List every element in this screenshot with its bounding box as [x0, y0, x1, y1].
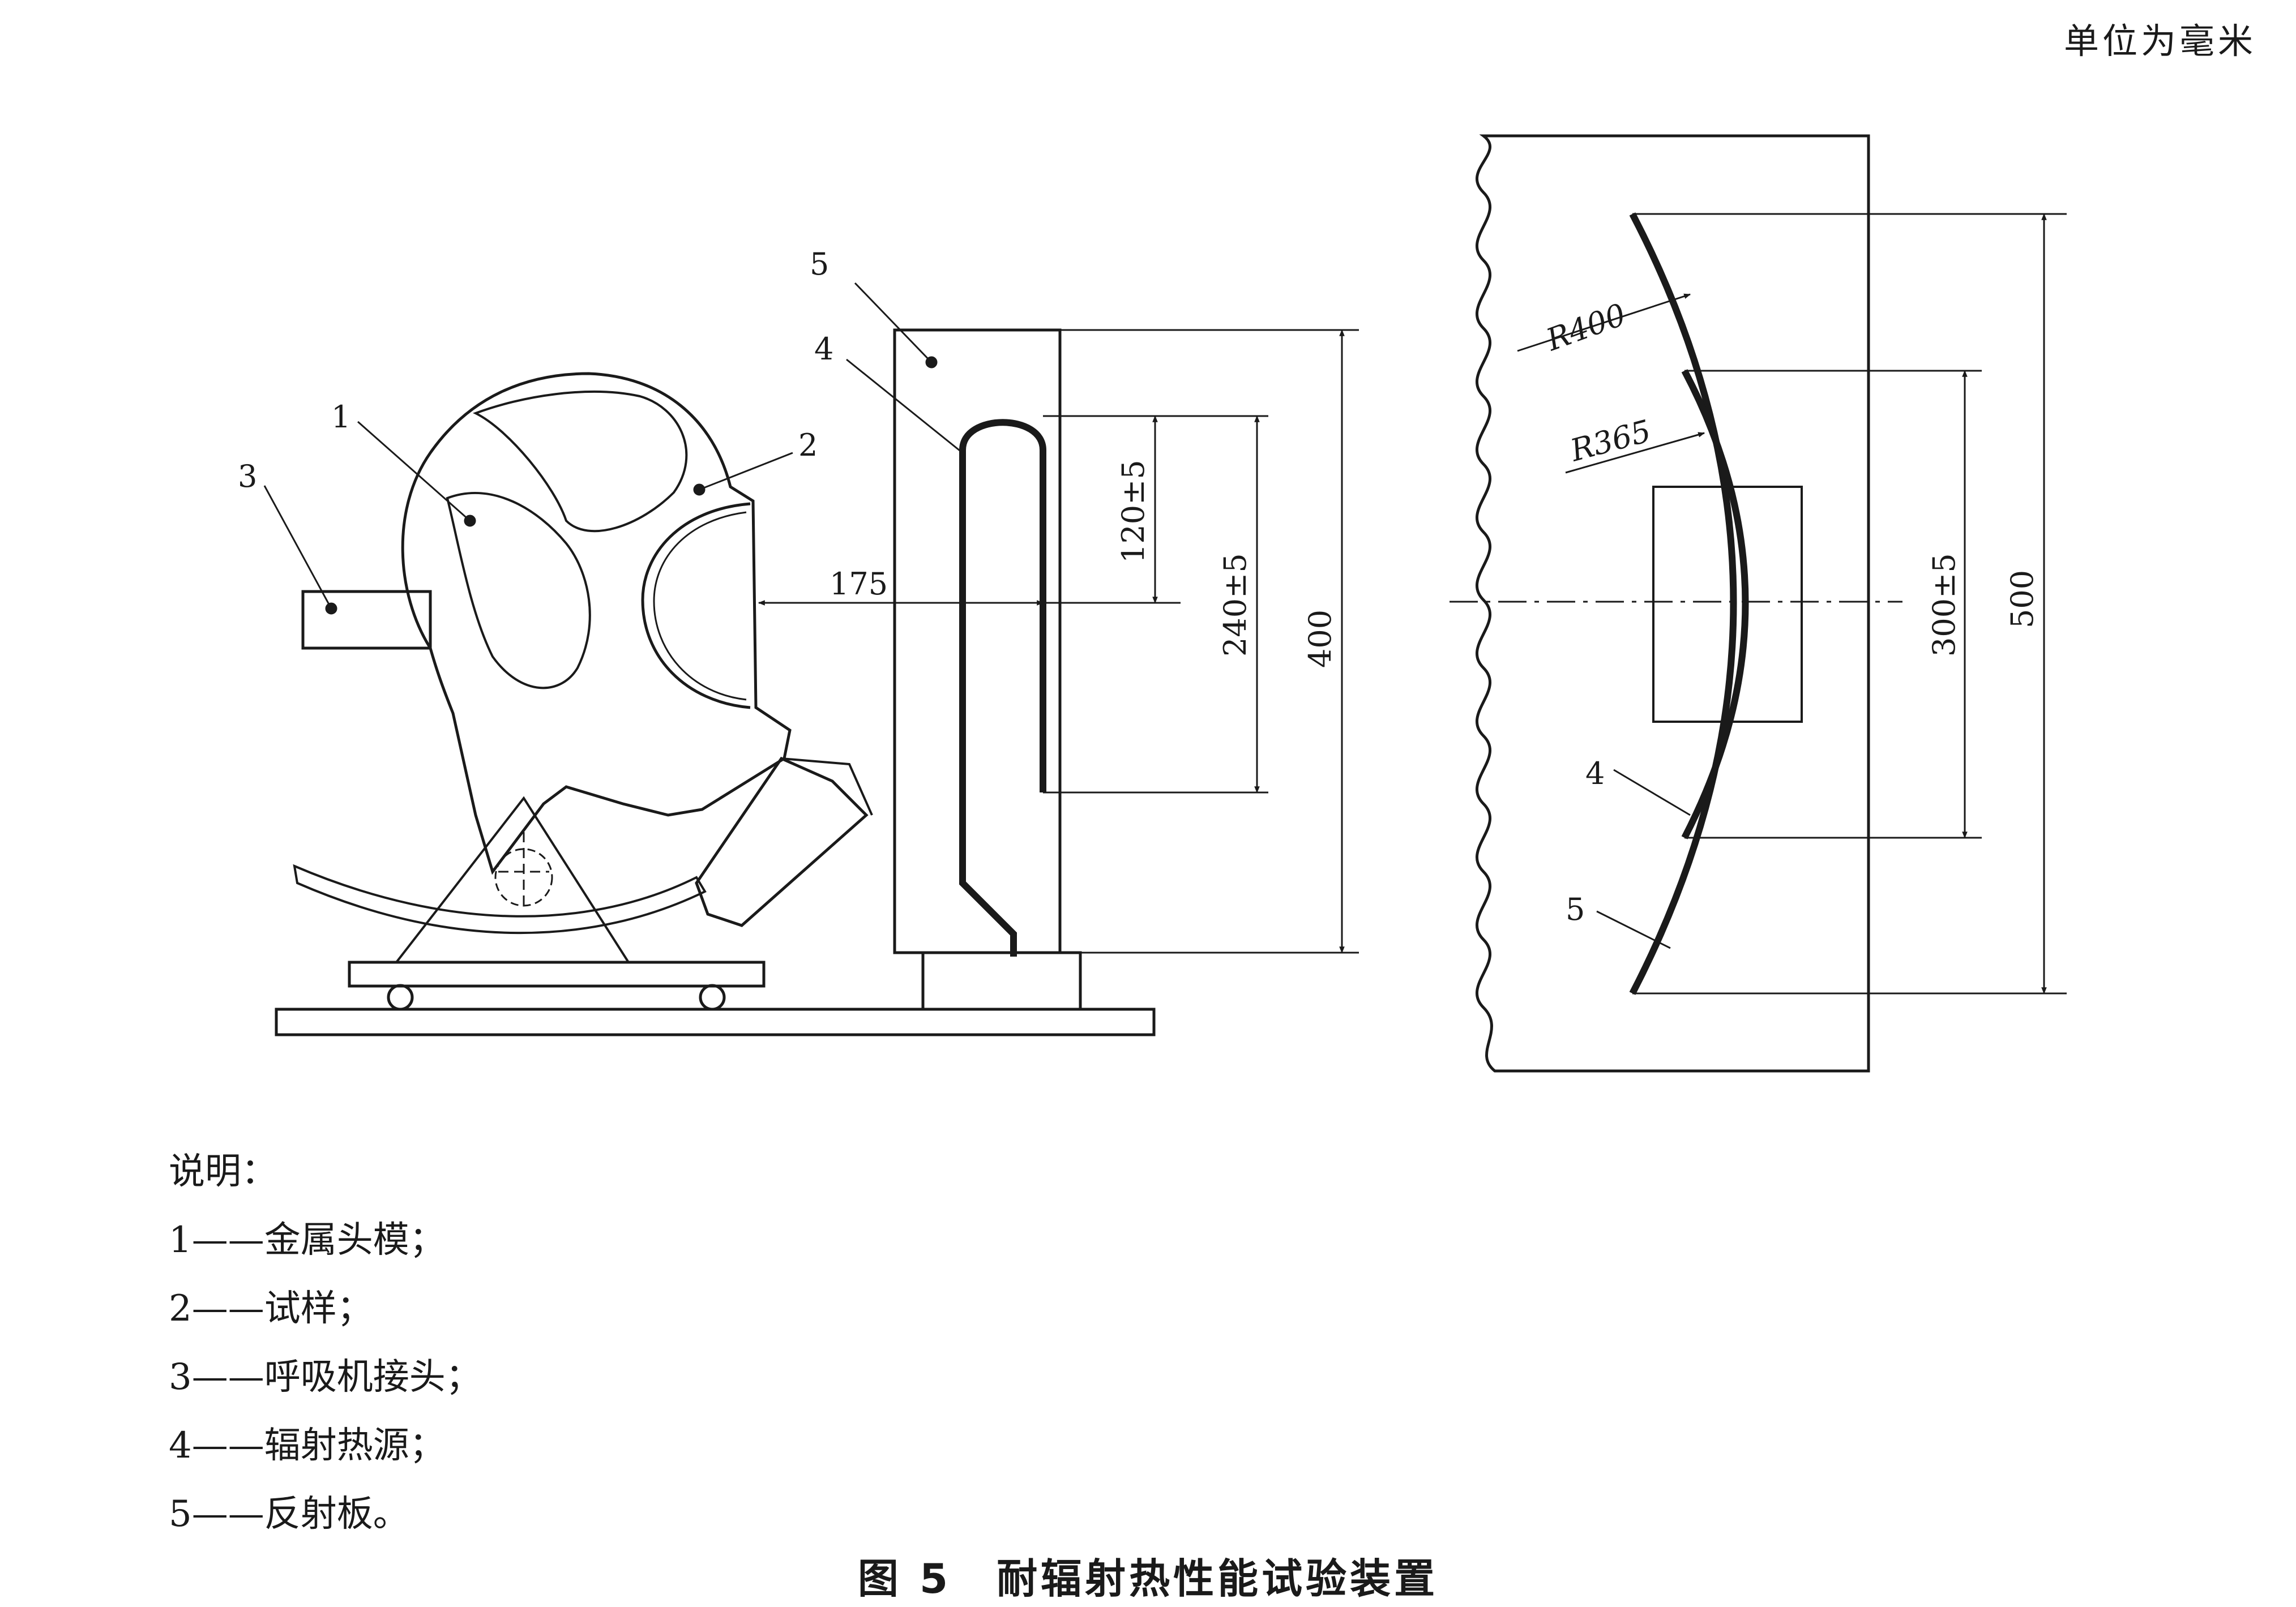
dim-240: 240±5 [1217, 553, 1253, 657]
cart-platform [348, 961, 766, 988]
legend-item: 3——呼吸机接头； [169, 1343, 482, 1412]
front-view [1450, 134, 2067, 1073]
callout-3: 3 [238, 458, 257, 494]
radiant-heat-source-side [959, 419, 1046, 957]
legend-dash: —— [191, 1288, 264, 1330]
legend-text: 呼吸机接头； [264, 1356, 482, 1398]
reflector-panel-side [893, 328, 1062, 954]
dim-120: 120±5 [1115, 460, 1151, 563]
legend-item: 2——试样； [169, 1275, 482, 1343]
legend-num: 3 [169, 1356, 192, 1398]
metal-head-form [401, 372, 792, 875]
legend-text: 辐射热源； [264, 1425, 446, 1467]
dim-400: 400 [1302, 610, 1338, 668]
legend-text: 金属头模； [264, 1219, 446, 1261]
callout-4: 4 [814, 331, 833, 367]
head-stand [394, 796, 631, 963]
legend-num: 1 [169, 1219, 192, 1261]
head-plate-upper [473, 390, 688, 533]
reflector-base [921, 951, 1082, 1011]
front-callout-5: 5 [1566, 892, 1585, 927]
callout-2: 2 [798, 427, 818, 463]
cart-wheel-right [699, 984, 726, 1011]
left-side-view [263, 282, 1359, 1036]
legend-num: 5 [169, 1493, 192, 1535]
bottom-strap [293, 864, 707, 935]
figure-caption: 图 5 耐辐射热性能试验装置 [0, 1545, 2296, 1605]
figure-number: 图 5 [857, 1555, 952, 1602]
legend-dash: —— [191, 1493, 264, 1535]
unit-note: 单位为毫米 [2063, 20, 2256, 62]
legend-text: 反射板。 [264, 1493, 409, 1535]
legend-item: 1——金属头模； [169, 1206, 482, 1275]
legend-heading: 说明： [169, 1151, 277, 1193]
legend: 说明： 1——金属头模； 2——试样； 3——呼吸机接头； 4——辐射热源； 5… [169, 1138, 482, 1549]
dim-500: 500 [2004, 570, 2040, 628]
reflector-arc [1629, 212, 1737, 995]
dim-gap-175: 175 [830, 566, 888, 602]
figure-title: 耐辐射热性能试验装置 [997, 1555, 1439, 1602]
dim-300: 300±5 [1926, 553, 1962, 657]
base-plate [275, 1008, 1156, 1036]
legend-dash: —— [191, 1219, 264, 1261]
legend-item: 4——辐射热源； [169, 1412, 482, 1480]
legend-item: 5——反射板。 [169, 1480, 482, 1549]
filter-canister [695, 756, 869, 927]
cart-wheel-left [387, 984, 414, 1011]
breathing-connector [301, 590, 432, 650]
front-callout-4: 4 [1585, 756, 1605, 791]
legend-text: 试样； [264, 1288, 373, 1330]
legend-dash: —— [191, 1425, 264, 1467]
callout-1: 1 [331, 399, 350, 435]
reflector-panel-front [1475, 134, 1870, 1073]
heat-source-arc [1681, 369, 1749, 839]
head-plate-lower [446, 492, 591, 689]
specimen-visor [641, 502, 751, 709]
radius-r400: R400 [1541, 297, 1631, 358]
legend-num: 4 [169, 1425, 192, 1467]
legend-dash: —— [191, 1356, 264, 1398]
callout-5: 5 [810, 246, 829, 282]
legend-num: 2 [169, 1288, 192, 1330]
